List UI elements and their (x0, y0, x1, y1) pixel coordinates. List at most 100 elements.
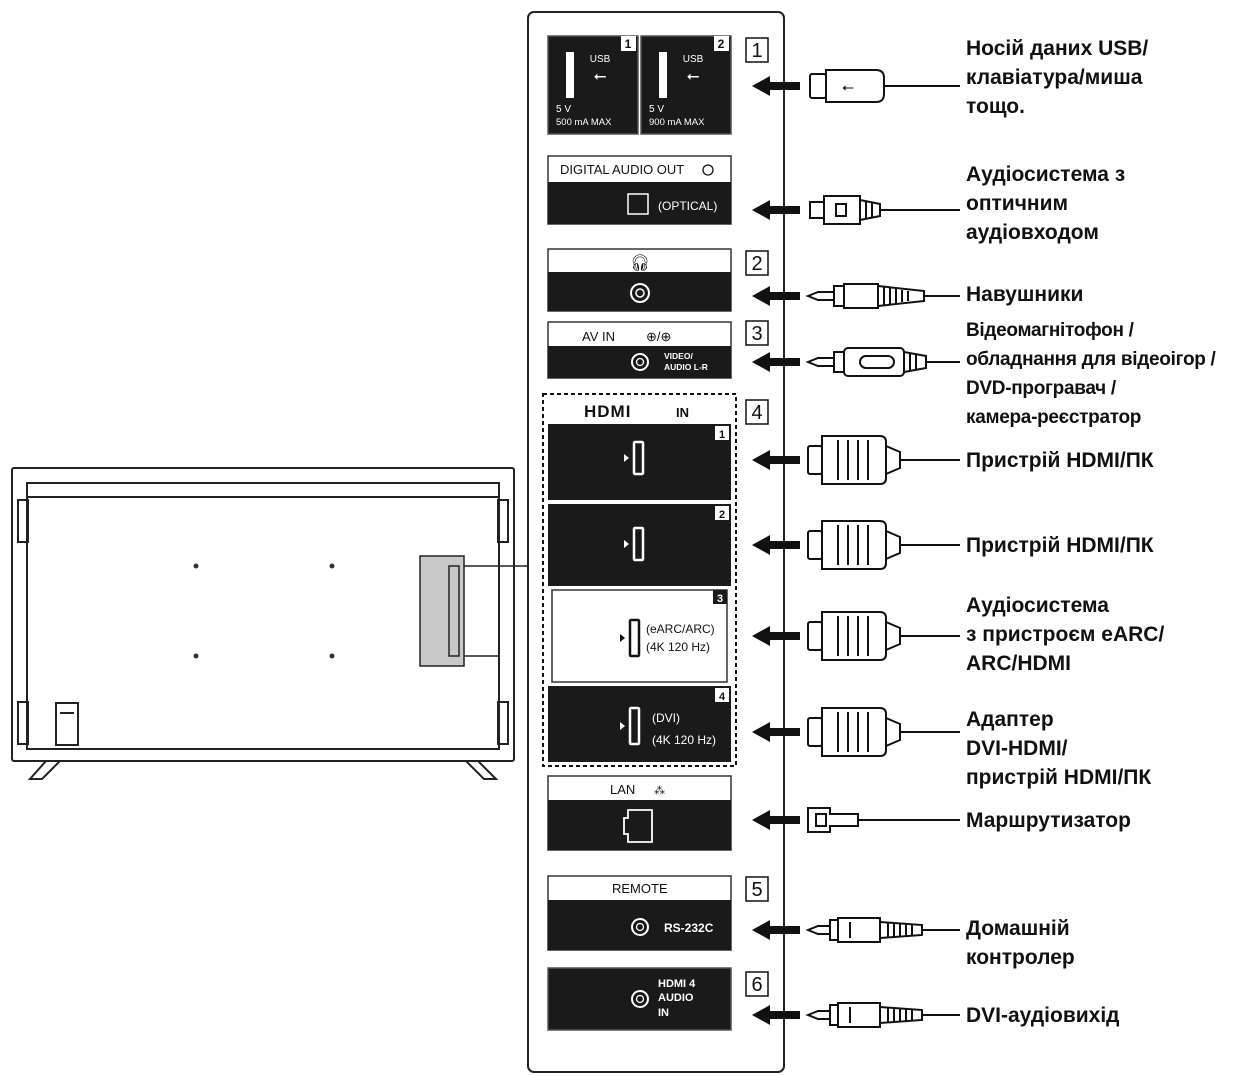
hdmi4-audio-label-1: HDMI 4 (658, 978, 696, 990)
hdmi-4-number: 4 (719, 691, 726, 703)
headphone-plug-icon (805, 283, 960, 309)
usb-port-block: 1 2 USB USB ⭠ ⭠ 5 V 5 V 500 mA MAX 900 m… (547, 35, 732, 135)
label-line: тощо. (966, 95, 1025, 118)
hdmi-3-number: 3 (717, 593, 723, 605)
arrow-left-icon (752, 200, 800, 220)
label-line: з пристроєм eARC/ (966, 623, 1165, 646)
label-line: пристрій HDMI/ПК (966, 766, 1152, 789)
av-plug-icon (805, 347, 960, 377)
lan-device-label: Маршрутизатор (966, 806, 1131, 835)
hdmi4-audio-jack-icon (631, 990, 649, 1008)
usb-2-current: 900 mA MAX (649, 117, 705, 128)
rj45-plug-icon (807, 807, 960, 833)
label-line: камера-реєстратор (966, 407, 1142, 428)
optical-label: (OPTICAL) (658, 199, 717, 213)
label-line: Маршрутизатор (966, 809, 1131, 832)
hdmi-4-note-2: (4K 120 Hz) (652, 733, 716, 747)
digital-audio-out-label: DIGITAL AUDIO OUT (560, 162, 684, 177)
remote-port-block: REMOTE RS-232C (547, 875, 732, 951)
group-5-number: 5 (751, 879, 762, 901)
label-line: Аудіосистема з (966, 163, 1126, 186)
output-symbol-icon (702, 164, 714, 176)
hdmi-in-label: IN (676, 405, 689, 420)
lan-label: LAN (610, 782, 635, 797)
headphone-jack-icon (630, 283, 650, 303)
svg-text:⭠: ⭠ (842, 79, 854, 96)
label-line: DVI-HDMI/ (966, 737, 1068, 760)
hdmi-logo: HDMI (584, 402, 631, 421)
av-jack-icon (631, 353, 649, 371)
hdmi2-device-label: Пристрій HDMI/ПК (966, 531, 1154, 560)
video-audio-label-2: AUDIO L-R (664, 362, 708, 372)
tv-terminal-highlight (419, 555, 528, 667)
hdmi-in-header: HDMI IN (548, 398, 731, 421)
usb-1-slot-icon (566, 52, 574, 98)
hdmi-1-number: 1 (719, 429, 725, 441)
arrow-left-icon (752, 810, 800, 830)
arrow-left-icon (752, 450, 800, 470)
input-symbol-icon: ⊕/⊕ (646, 329, 671, 344)
hdmi-4-note-1: (DVI) (652, 711, 680, 725)
group-4-number: 4 (751, 402, 762, 424)
av-device-label: Відеомагнітофон / обладнання для відеоіг… (966, 316, 1216, 432)
tv-back-view (11, 467, 515, 780)
hdmi-3-port: 3 (eARC/ARC) (4K 120 Hz) (551, 589, 728, 683)
arrow-left-icon (752, 722, 800, 742)
arrow-left-icon (752, 76, 800, 96)
usb-2-voltage: 5 V (649, 104, 664, 115)
group-3-number: 3 (751, 323, 762, 345)
network-icon: ⁂ (654, 785, 665, 797)
optical-jack-icon (627, 193, 649, 215)
label-line: DVI-аудіовихід (966, 1004, 1120, 1027)
usb-device-label: Носій даних USB/ клавіатура/миша тощо. (966, 34, 1148, 121)
label-line: Відеомагнітофон / (966, 320, 1134, 341)
usb-1-current: 500 mA MAX (556, 117, 612, 128)
mini-jack-icon (805, 1002, 960, 1028)
remote-device-label: Домашній контролер (966, 914, 1075, 972)
hdmi-2-socket-icon (632, 526, 645, 562)
optical-plug-icon (809, 195, 960, 225)
arrow-left-icon (752, 1005, 800, 1025)
usb-2-number: 2 (718, 37, 725, 51)
mini-jack-icon (805, 917, 960, 943)
label-line: Аудіосистема (966, 594, 1109, 617)
label-line: Носій даних USB/ (966, 37, 1149, 60)
tv-mount-dots (193, 563, 335, 659)
label-line: оптичним (966, 192, 1069, 215)
arrow-left-icon (752, 920, 800, 940)
label-line: Навушники (966, 283, 1084, 306)
usb-1-symbol-icon: ⭠ (594, 68, 607, 85)
arrow-left-icon (752, 352, 800, 372)
arrow-left-icon (752, 286, 800, 306)
hdmi4-device-label: Адаптер DVI-HDMI/ пристрій HDMI/ПК (966, 705, 1151, 792)
remote-jack-icon (631, 918, 649, 936)
label-line: Пристрій HDMI/ПК (966, 449, 1154, 472)
headphone-port-block: 🎧︎ (547, 248, 732, 312)
rs232c-label: RS-232C (664, 921, 714, 935)
hdmi-2-number: 2 (719, 509, 725, 521)
arrow-left-icon (752, 535, 800, 555)
label-line: DVD-програвач / (966, 378, 1116, 399)
group-2-number: 2 (751, 253, 762, 275)
label-line: клавіатура/миша (966, 66, 1143, 89)
label-line: Адаптер (966, 708, 1054, 731)
group-numbers: 1 2 3 4 5 6 (745, 37, 769, 997)
usb-1-number: 1 (625, 37, 632, 51)
group-6-number: 6 (751, 974, 762, 996)
usb-1-voltage: 5 V (556, 104, 571, 115)
group-1-number: 1 (751, 40, 762, 62)
headphone-symbol-icon: 🎧︎ (630, 254, 650, 272)
label-line: аудіовходом (966, 221, 1099, 244)
optical-device-label: Аудіосистема з оптичним аудіовходом (966, 160, 1125, 247)
hdmi-3-note-2: (4K 120 Hz) (646, 640, 710, 654)
hdmi-3-note-1: (eARC/ARC) (646, 622, 715, 636)
connection-arrows (752, 76, 800, 1025)
hdmi-1-port: 1 (548, 424, 731, 500)
label-line: контролер (966, 946, 1075, 969)
hdmi-1-socket-icon (632, 440, 645, 476)
hdmi-plug-icon (807, 520, 960, 570)
hdmi1-device-label: Пристрій HDMI/ПК (966, 446, 1154, 475)
rj45-socket-icon (623, 809, 653, 843)
hdmi-dashed-group (542, 393, 737, 767)
